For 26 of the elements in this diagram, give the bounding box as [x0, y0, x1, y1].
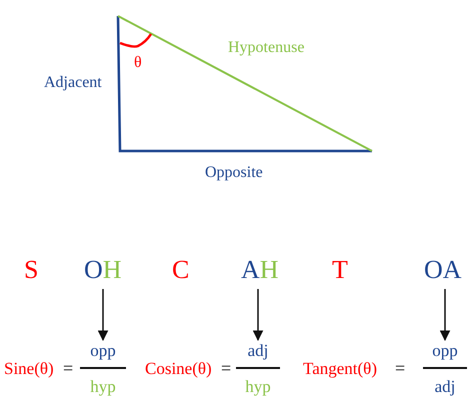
ratio-letters: AH: [241, 257, 279, 283]
equals-sign: =: [395, 359, 406, 377]
fraction: [236, 342, 280, 395]
mnemonic-letter: S: [24, 257, 38, 283]
arrow: [98, 289, 108, 342]
ratio-letters: OA: [424, 257, 462, 283]
numerator: opp: [90, 342, 116, 359]
ratio-letters: OH: [84, 257, 122, 283]
equals-sign: =: [221, 359, 232, 377]
equals-sign: =: [63, 359, 74, 377]
arrow: [252, 289, 264, 342]
mnemonic-letter: C: [172, 257, 190, 283]
denominator: hyp: [245, 378, 271, 395]
side-label: Hypotenuse: [228, 40, 304, 56]
numerator: adj: [248, 342, 268, 359]
side-label: Adjacent: [44, 75, 102, 91]
side-label: Opposite: [205, 165, 263, 181]
function-name: Tangent(θ): [303, 360, 377, 377]
arrow: [440, 289, 450, 342]
denominator: adj: [434, 378, 456, 395]
numerator: opp: [432, 342, 458, 359]
mnemonic-letter: T: [332, 257, 348, 283]
denominator: hyp: [90, 378, 116, 395]
function-name: Cosine(θ): [145, 360, 212, 377]
function-name: Sine(θ): [4, 360, 54, 377]
angle-symbol: θ: [134, 55, 142, 71]
